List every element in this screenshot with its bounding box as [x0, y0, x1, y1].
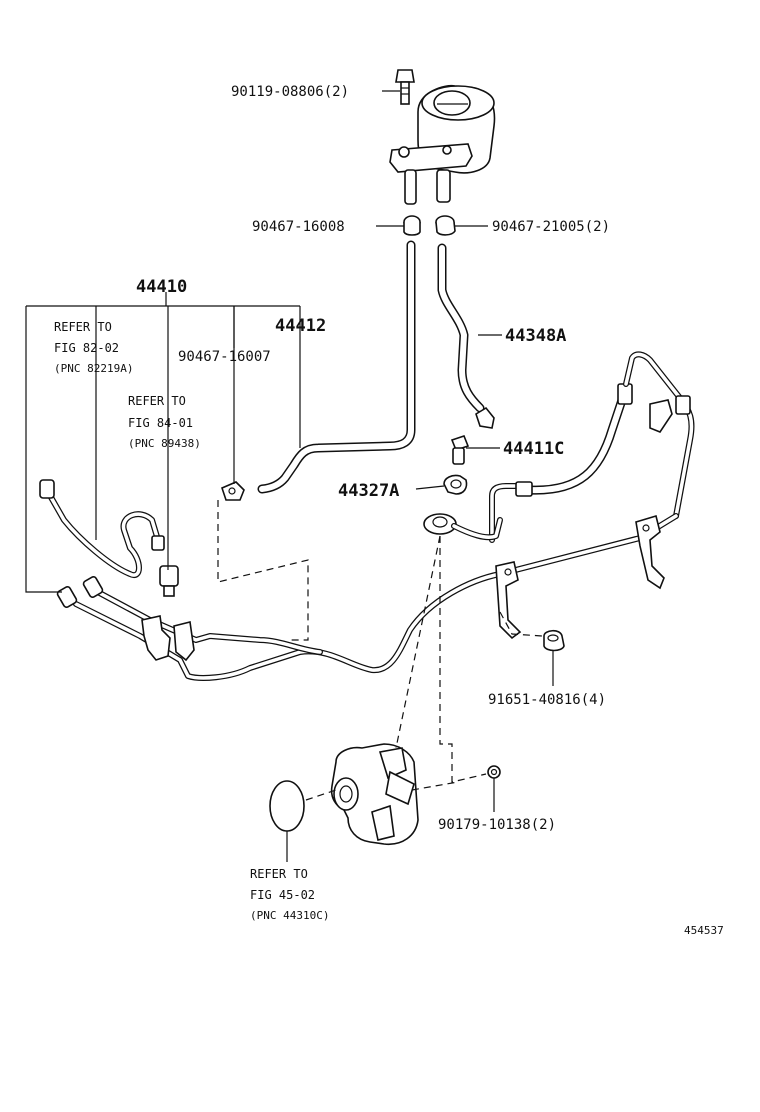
union-44411c[interactable]: [450, 435, 470, 465]
label-gasket-44327a: 44327A: [338, 481, 399, 501]
bracket-left[interactable]: [141, 615, 171, 661]
ref-82-line3: (PNC 82219A): [54, 362, 133, 375]
hose-44412[interactable]: [257, 240, 416, 494]
bracket-right[interactable]: [635, 514, 665, 590]
nut-90179[interactable]: [487, 765, 501, 779]
label-nut-91651: 91651-40816(4): [488, 692, 606, 708]
reservoir-tank[interactable]: [389, 84, 496, 205]
clip-90467-16007[interactable]: [221, 481, 245, 501]
wire-harness[interactable]: [39, 479, 165, 578]
hose-clip-lower[interactable]: [475, 406, 495, 429]
ref-45-line2: FIG 45-02: [250, 888, 315, 902]
label-clip-90467-16007: 90467-16007: [178, 349, 271, 365]
label-clip-90467-16008: 90467-16008: [252, 219, 345, 235]
ref-45-line3: (PNC 44310C): [250, 909, 329, 922]
bracket-center[interactable]: [495, 561, 522, 640]
ref-84-line2: FIG 84-01: [128, 416, 193, 430]
label-hose-44410: 44410: [136, 277, 187, 297]
ref-84-line3: (PNC 89438): [128, 437, 201, 450]
label-bolt-90119: 90119-08806(2): [231, 84, 349, 100]
ref-82-line1: REFER TO: [54, 320, 112, 334]
clip-90467-16008[interactable]: [403, 215, 421, 236]
diagram-id: 454537: [684, 924, 724, 937]
ref-84-line1: REFER TO: [128, 394, 186, 408]
label-clip-90467-21005: 90467-21005(2): [492, 219, 610, 235]
ref-45-line1: REFER TO: [250, 867, 308, 881]
bolt-90119[interactable]: [395, 69, 415, 105]
clip-90467-21005[interactable]: [435, 215, 456, 236]
gasket-44327a[interactable]: [443, 474, 468, 495]
label-nut-90179: 90179-10138(2): [438, 817, 556, 833]
hose-44348a[interactable]: [437, 243, 485, 413]
pump-oring[interactable]: [269, 780, 305, 832]
label-hose-44348a: 44348A: [505, 326, 566, 346]
ref-82-line2: FIG 82-02: [54, 341, 119, 355]
label-union-44411c: 44411C: [503, 439, 564, 459]
pressure-tube-main[interactable]: [56, 513, 679, 681]
power-steering-pump[interactable]: [330, 743, 419, 845]
label-hose-44412: 44412: [275, 316, 326, 336]
pressure-hose-right[interactable]: [489, 351, 695, 543]
pressure-switch[interactable]: [159, 565, 179, 597]
pump-inlet-fitting[interactable]: [423, 513, 503, 541]
pressure-switch-bracket[interactable]: [173, 621, 195, 662]
nut-91651[interactable]: [543, 629, 565, 652]
